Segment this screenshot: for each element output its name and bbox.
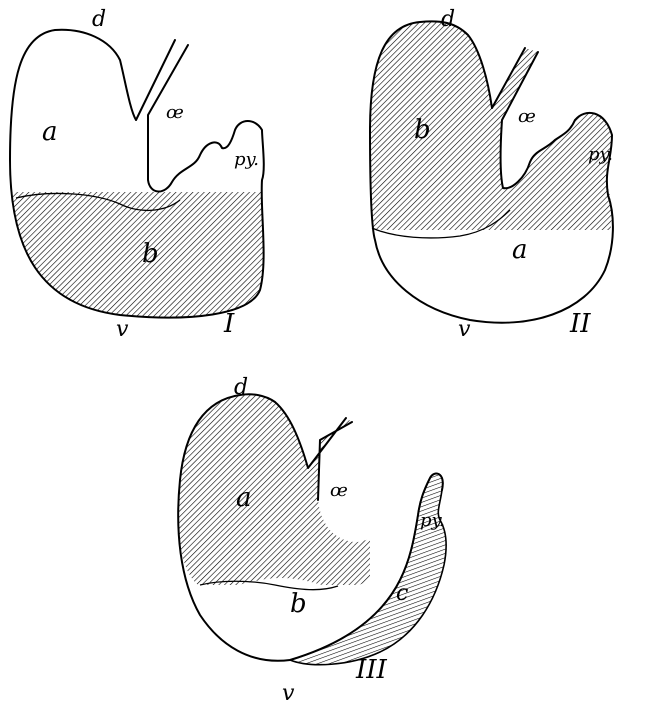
panel-3-label-a: a: [236, 483, 252, 513]
panel-1: d œ py. a b v I: [10, 7, 264, 342]
panel-1-label-b: b: [142, 239, 159, 269]
panel-3-label-v: v: [282, 681, 295, 706]
panel-2-label-d: d: [441, 7, 455, 32]
panel-1-label-pylorus: py.: [234, 149, 259, 170]
panel-3-label-b: b: [290, 589, 307, 619]
panel-3-label-c: c: [396, 581, 408, 606]
panel-2-label-a: a: [512, 235, 528, 265]
panel-3: d œ py. a b c v III: [178, 375, 446, 706]
panel-2-label-b: b: [414, 115, 431, 145]
panel-1-label-d: d: [92, 7, 106, 32]
panel-2: d œ py. b a v II: [370, 7, 613, 342]
panel-2-label-v: v: [458, 317, 471, 342]
panel-1-label-oesophagus: œ: [166, 102, 184, 123]
panel-3-numeral: III: [355, 655, 388, 685]
panel-1-label-v: v: [116, 317, 129, 342]
panel-1-numeral: I: [223, 309, 235, 339]
panel-1-lower-fill: [10, 30, 264, 318]
panel-3-label-d: d: [234, 375, 248, 400]
panel-1-label-a: a: [42, 117, 58, 147]
panel-2-label-oesophagus: œ: [518, 106, 536, 127]
panel-3-upper-fill: [178, 394, 442, 590]
panel-3-label-pylorus: py.: [420, 510, 445, 531]
panel-2-label-pylorus: py.: [588, 144, 613, 165]
panel-2-numeral: II: [569, 309, 591, 339]
panel-3-label-oesophagus: œ: [330, 480, 348, 501]
panel-2-upper-fill: [370, 21, 612, 287]
